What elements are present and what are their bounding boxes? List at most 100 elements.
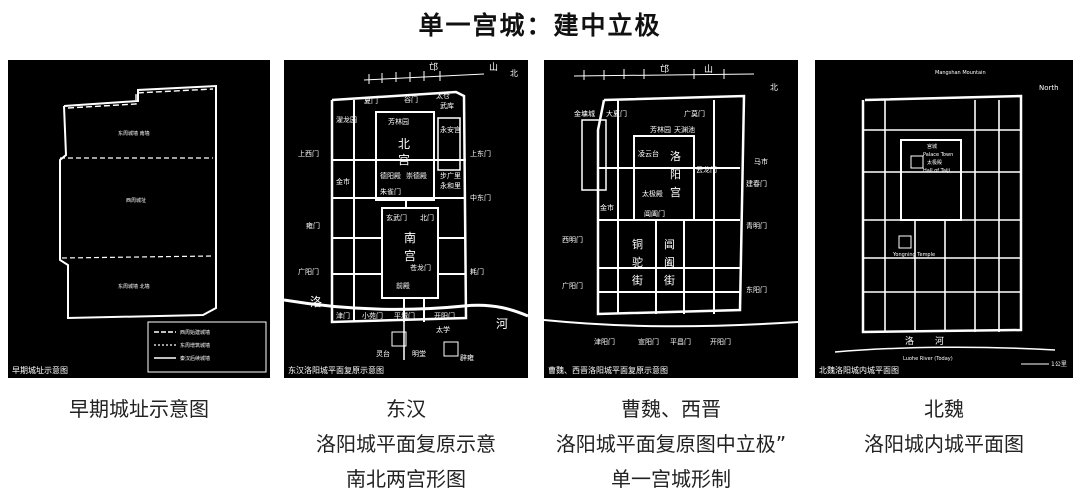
luo-river <box>284 298 528 318</box>
label-canglongmen: 苍龙门 <box>410 263 431 272</box>
wall-outline-dashed <box>67 88 214 109</box>
label-mang: 邙 <box>660 63 669 75</box>
caption-eastern-han: 东汉 洛阳城平面复原示意 南北两宫形图 <box>284 392 528 497</box>
label-xiamen: 夏门 <box>364 96 378 105</box>
label-qingmingmen: 青明门 <box>746 221 767 230</box>
caption-line: 北魏 <box>924 397 964 421</box>
label-luoyanggong-2: 阳 <box>670 168 681 181</box>
label-south-wall: 东周城墙 北墙 <box>118 283 150 290</box>
label-xuanyangmen: 宣阳门 <box>638 337 659 346</box>
label-taicang: 太仓 <box>436 91 450 100</box>
label-taiji-cn: 太极殿 <box>927 159 942 166</box>
luo-river <box>834 346 1056 353</box>
label-chongdedian: 崇德殿 <box>406 171 427 180</box>
label-ximingmen: 西明门 <box>562 235 583 244</box>
label-tongtuo-3: 街 <box>632 273 643 287</box>
caption-northern-wei: 北魏 洛阳城内城平面图 <box>815 392 1073 462</box>
label-shangdongmen: 上东门 <box>470 149 491 158</box>
label-west-zhou: 西周城址 <box>126 197 146 204</box>
label-he: 河 <box>935 335 944 347</box>
city-wall <box>596 94 746 316</box>
legend-item-1: 西周始建城墙 <box>180 329 210 336</box>
label-tongtuo-2: 驼 <box>632 255 643 269</box>
label-guangyangmen: 广阳门 <box>298 267 319 276</box>
label-xiaoyuanmen: 小苑门 <box>362 311 383 320</box>
palace-city <box>633 135 695 221</box>
city-wall <box>330 90 468 324</box>
label-changhe-2: 阖 <box>664 255 675 269</box>
legend-box <box>147 321 267 373</box>
label-kaiyangmen: 开阳门 <box>434 311 455 320</box>
caption-early: 早期城址示意图 <box>8 392 270 427</box>
label-maoshimen: 耗门 <box>470 267 484 276</box>
map-cao-wei: 邙 山 北 大夏门 广莫门 金墉城 芳林园 天渊池 凌云台 云龙门 金市 太极殿 <box>544 60 798 378</box>
city-wall <box>861 94 1023 334</box>
panel-inner-caption: 北魏洛阳城内城平面图 <box>819 366 899 375</box>
label-scale: 1公里 <box>1051 361 1067 368</box>
label-kaiyangmen: 开阳门 <box>710 337 731 346</box>
label-wuku: 武库 <box>440 101 454 110</box>
northern-wei-diagram: Mangshan Mountain North Yongning Temple … <box>834 70 1067 368</box>
label-yunlongmen: 云龙门 <box>696 165 717 174</box>
label-changhe-1: 阊 <box>664 238 675 251</box>
label-beigong-1: 北 <box>398 137 410 151</box>
label-jinyongcheng: 金墉城 <box>574 109 595 118</box>
map-northern-wei: Mangshan Mountain North Yongning Temple … <box>815 60 1073 378</box>
label-yongmen: 雍门 <box>306 221 320 230</box>
label-yonganggong: 永安宫 <box>440 125 461 134</box>
label-nangong-2: 宫 <box>404 248 416 263</box>
map-early-city: 东周城墙 南墙 西周城址 东周城墙 北墙 西周始建城墙 东周增筑城墙 秦汉后续城… <box>8 60 270 378</box>
label-lingyunting: 凌云台 <box>638 149 659 158</box>
label-palace-en: Palace Town <box>923 152 953 158</box>
label-beimen: 北门 <box>420 213 434 222</box>
label-palace-cn: 宫城 <box>927 143 937 150</box>
label-jianchunmen: 建春门 <box>746 179 767 188</box>
label-luo: 洛 <box>905 335 914 347</box>
caption-line: 洛阳城平面复原示意 <box>316 432 496 456</box>
panel-inner-caption: 早期城址示意图 <box>12 366 68 375</box>
label-bugangli: 步广里 <box>440 171 461 180</box>
label-yongning: Yongning Temple <box>892 252 935 258</box>
label-jinyangmen: 津阳门 <box>594 337 615 346</box>
label-daxiamen: 大夏门 <box>606 109 627 118</box>
label-jinshi: 金市 <box>336 177 350 186</box>
caption-cao-wei: 曹魏、西晋 洛阳城平面复原图中立极” 单一宫城形制 <box>530 392 812 497</box>
label-pingchangmen: 平昌门 <box>670 337 691 346</box>
panel-inner-caption: 曹魏、西晋洛阳城平面复原示意图 <box>548 366 668 375</box>
legend-item-2: 东周增筑城墙 <box>180 342 210 349</box>
map-eastern-han: 邙 山 北 夏门 谷门 太仓 武库 濯龙园 芳林园 永安宫 <box>284 60 528 378</box>
eastern-han-diagram: 邙 山 北 夏门 谷门 太仓 武库 濯龙园 芳林园 永安宫 <box>284 61 528 362</box>
yongan-palace <box>437 117 461 171</box>
label-yongheli: 永和里 <box>440 181 461 190</box>
legend-item-3: 秦汉后续城墙 <box>180 355 210 362</box>
label-changhemen: 阊阖门 <box>644 209 665 218</box>
wall-middle-2 <box>61 255 214 259</box>
lingtai-site <box>391 331 407 347</box>
label-dongyangmen: 东阳门 <box>746 285 767 294</box>
label-taiji-en: Hall of Taiji <box>923 168 950 174</box>
label-north: North <box>1039 84 1059 92</box>
caption-line: 单一宫城形制 <box>611 467 731 491</box>
label-mingtang: 明堂 <box>412 349 426 358</box>
label-luoyanggong-3: 宫 <box>670 185 681 199</box>
south-palace <box>381 207 439 299</box>
biyong-site <box>443 341 459 357</box>
label-qianshi: 前殿 <box>396 281 410 290</box>
taiji-hall <box>910 155 924 169</box>
label-guangmomen: 广莫门 <box>684 109 705 118</box>
label-mang: 邙 <box>429 61 438 73</box>
label-tongtuo-1: 铜 <box>632 237 643 251</box>
label-beigong-2: 宫 <box>398 152 410 167</box>
caption-line: 南北两宫形图 <box>346 467 466 491</box>
caption-line: 早期城址示意图 <box>69 397 209 421</box>
label-he: 河 <box>496 317 508 331</box>
label-deyangdian: 德阳殿 <box>380 171 401 180</box>
label-shangximen: 上西门 <box>298 149 319 158</box>
caption-line: 曹魏、西晋 <box>621 397 721 421</box>
label-fanglinyuan: 芳林园 <box>388 117 409 126</box>
label-mang: Mangshan Mountain <box>935 70 986 76</box>
label-luoyanggong-1: 洛 <box>670 149 681 163</box>
label-guangyangmen: 广阳门 <box>562 281 583 290</box>
label-jinmen: 津门 <box>336 311 350 320</box>
label-changhe-3: 街 <box>664 273 675 287</box>
